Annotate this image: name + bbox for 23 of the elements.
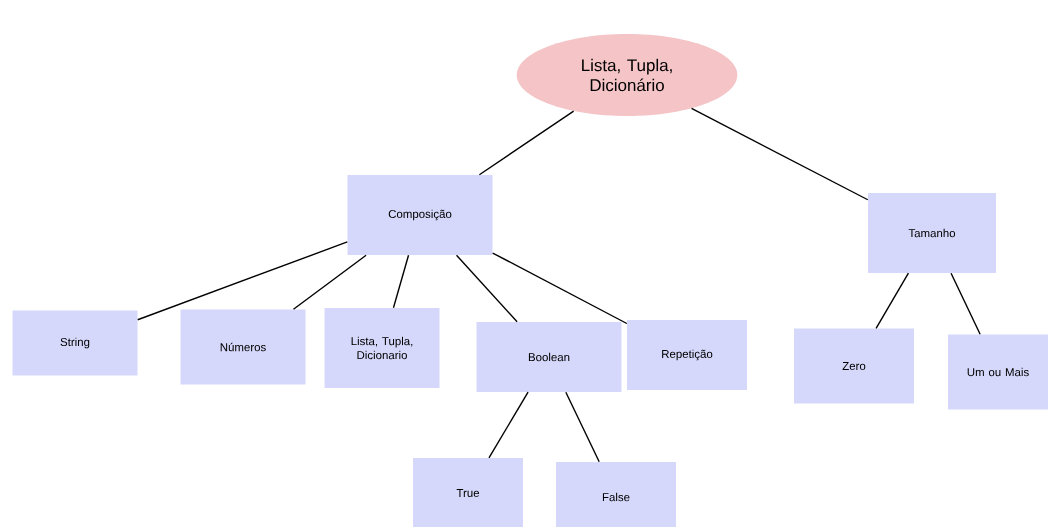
process-box: True (413, 458, 523, 527)
process-box: Números (180, 309, 306, 385)
process-box: Repetição (627, 320, 747, 390)
connector-line (455, 254, 518, 323)
process-box: Um ou Mais (948, 334, 1048, 410)
connector-line (488, 391, 529, 459)
process-box: False (556, 462, 676, 527)
oval-node: Lista, Tupla, Dicionário (516, 34, 738, 116)
process-box: String (12, 310, 138, 376)
connector-line (565, 391, 600, 463)
connector-line (950, 272, 981, 335)
process-box: Lista, Tupla, Dicionario (324, 308, 440, 388)
connector-line (690, 107, 869, 201)
connector-line (392, 254, 410, 309)
connector-line (492, 252, 628, 325)
connector-line (137, 241, 348, 321)
process-box: Composição (347, 175, 493, 255)
connector-line (875, 272, 910, 329)
process-box: Zero (794, 328, 914, 404)
process-box: Tamanho (868, 193, 996, 273)
process-box: Boolean (476, 322, 622, 392)
connector-line (478, 110, 575, 176)
connector-line (292, 254, 367, 310)
